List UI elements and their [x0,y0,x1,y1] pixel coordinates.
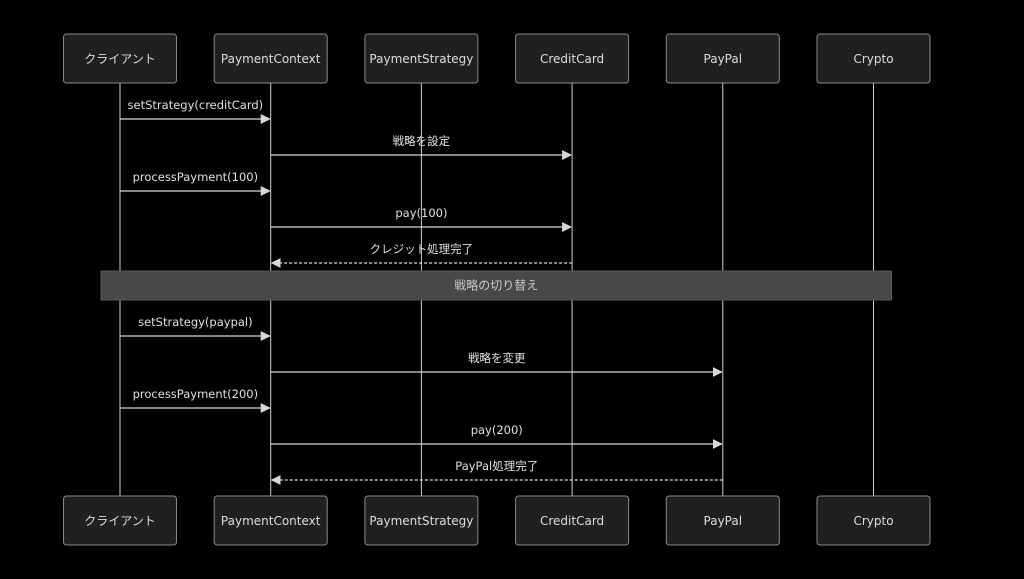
note-strategy-switch: 戦略の切り替え [100,270,892,301]
actor-label: Crypto [853,514,893,528]
message-label: 戦略を変更 [468,351,526,365]
actor-strategy-top[interactable]: PaymentStrategy [364,33,479,84]
actor-label: PayPal [704,52,743,66]
message-2[interactable]: 戦略を設定 [270,134,573,160]
message-8[interactable]: 戦略を変更 [270,351,723,377]
actor-box[interactable] [816,495,931,546]
message-5[interactable]: クレジット処理完了 [270,242,573,268]
message-7[interactable]: setStrategy(paypal) [120,315,271,341]
message-10[interactable]: pay(200) [270,423,723,449]
actor-box[interactable] [364,495,479,546]
actor-label: CreditCard [540,514,604,528]
actor-box[interactable] [665,495,780,546]
actor-strategy-bottom[interactable]: PaymentStrategy [364,495,479,546]
message-label: pay(100) [395,206,447,220]
actor-label: PayPal [704,514,743,528]
actor-label: Crypto [853,52,893,66]
message-label: processPayment(100) [133,170,258,184]
note-label: 戦略の切り替え [454,278,538,293]
message-4[interactable]: pay(100) [270,206,573,232]
actor-box[interactable] [63,495,177,546]
actor-label: PaymentContext [221,52,321,66]
actor-creditcard-bottom[interactable]: CreditCard [515,495,630,546]
actor-crypto-bottom[interactable]: Crypto [816,495,931,546]
actor-label: PaymentContext [221,514,321,528]
actor-label: クライアント [84,52,156,66]
message-9[interactable]: processPayment(200) [120,387,271,413]
actor-context-top[interactable]: PaymentContext [213,33,328,84]
actor-paypal-bottom[interactable]: PayPal [665,495,780,546]
actor-paypal-top[interactable]: PayPal [665,33,780,84]
actor-context-bottom[interactable]: PaymentContext [213,495,328,546]
actor-box[interactable] [213,495,328,546]
actor-label: クライアント [84,514,156,528]
message-label: 戦略を設定 [393,134,451,148]
actor-label: CreditCard [540,52,604,66]
actor-box[interactable] [515,495,630,546]
note-box [100,270,892,301]
actor-crypto-top[interactable]: Crypto [816,33,931,84]
message-label: クレジット処理完了 [370,242,474,256]
message-label: setStrategy(creditCard) [128,98,264,112]
message-11[interactable]: PayPal処理完了 [270,459,723,485]
actor-box[interactable] [665,33,780,84]
actor-box[interactable] [213,33,328,84]
message-label: PayPal処理完了 [455,459,538,473]
actor-label: PaymentStrategy [369,52,473,66]
actor-box[interactable] [63,33,177,84]
actor-box[interactable] [515,33,630,84]
message-3[interactable]: processPayment(100) [120,170,271,196]
message-label: setStrategy(paypal) [138,315,253,329]
actor-creditcard-top[interactable]: CreditCard [515,33,630,84]
actor-box[interactable] [816,33,931,84]
message-1[interactable]: setStrategy(creditCard) [120,98,271,124]
actor-client-bottom[interactable]: クライアント [63,495,177,546]
actor-label: PaymentStrategy [369,514,473,528]
message-label: pay(200) [471,423,523,437]
message-label: processPayment(200) [133,387,258,401]
actor-box[interactable] [364,33,479,84]
actor-client-top[interactable]: クライアント [63,33,177,84]
